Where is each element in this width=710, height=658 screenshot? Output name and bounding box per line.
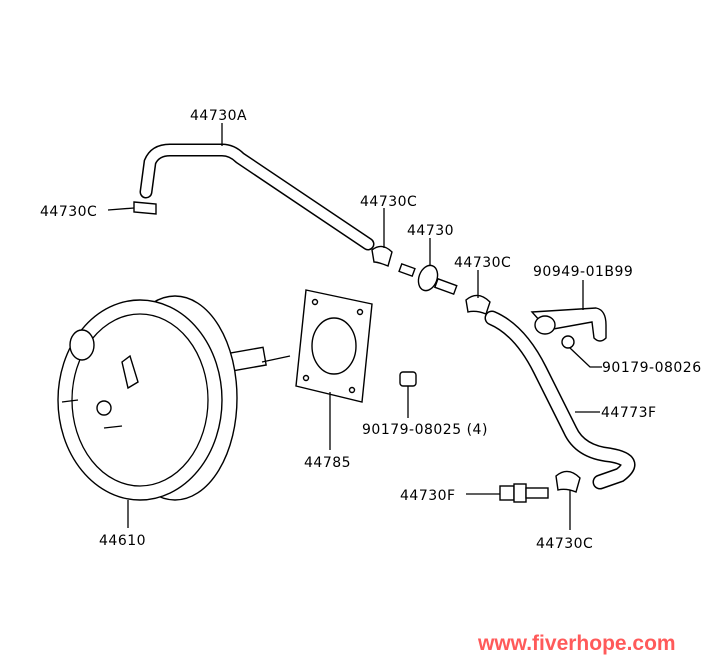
fitting-44730f (499, 483, 549, 503)
clamp-left (133, 201, 157, 215)
brake-booster-44610 (57, 295, 291, 501)
nut-90179-08025 (399, 371, 417, 387)
label-clamp-right: 44730C (454, 255, 511, 271)
label-hose-lower: 44773F (601, 405, 657, 421)
clamp-mid (371, 245, 393, 267)
label-44730a: 44730A (190, 108, 247, 124)
leader-lines (107, 123, 602, 530)
label-fitting: 44730F (400, 488, 456, 504)
check-valve-44730 (398, 262, 458, 296)
gasket-44785 (295, 289, 373, 403)
label-clamp-left: 44730C (40, 204, 97, 220)
label-nut-booster: 90179-08025 (4) (362, 422, 488, 438)
bracket-90949 (530, 307, 607, 349)
clamp-right (465, 294, 491, 315)
label-bracket: 90949-01B99 (533, 264, 633, 280)
label-booster: 44610 (99, 533, 146, 549)
label-clamp-mid: 44730C (360, 194, 417, 210)
watermark: www.fiverhope.com (477, 632, 676, 655)
label-gasket: 44785 (304, 455, 351, 471)
clamp-bottom (555, 470, 581, 493)
label-nut-bracket: 90179-08026 (602, 360, 702, 376)
hose-44730a (139, 143, 375, 251)
label-clamp-bottom: 44730C (536, 536, 593, 552)
label-check-valve: 44730 (407, 223, 454, 239)
hose-44773f (484, 310, 636, 490)
